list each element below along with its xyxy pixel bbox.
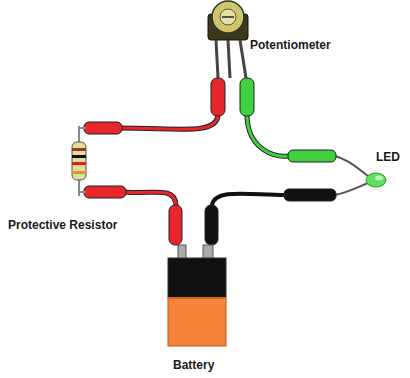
wires	[120, 116, 368, 205]
pot-pin	[228, 40, 230, 78]
red-clip	[84, 122, 122, 134]
component-label: Protective Resistor	[8, 218, 117, 232]
resistor-symbol	[72, 126, 86, 196]
green-clip	[240, 78, 254, 116]
red-clip	[84, 186, 126, 198]
battery-symbol	[168, 245, 226, 346]
battery-edge	[168, 297, 226, 299]
black-clip	[205, 205, 218, 245]
pot-pin	[240, 40, 246, 78]
red-clip	[211, 78, 225, 116]
green-wire-outline	[247, 116, 290, 156]
component-label: Potentiometer	[250, 38, 331, 52]
battery-terminal	[178, 245, 186, 259]
battery-top	[168, 258, 226, 298]
led-lead	[335, 156, 368, 176]
black-wire	[212, 194, 285, 205]
resistor-band	[72, 162, 86, 165]
pot-body	[212, 1, 244, 33]
red-wire-outline	[125, 192, 176, 205]
led-symbol	[366, 173, 386, 187]
black-clip	[284, 189, 336, 201]
pot-pin	[216, 40, 218, 78]
led-lead	[335, 183, 368, 195]
component-label: LED	[376, 150, 400, 164]
resistor-lead	[79, 127, 86, 129]
green-clip	[288, 150, 336, 162]
resistor-band	[72, 148, 86, 151]
resistor-lead	[79, 191, 86, 193]
red-wire-outline	[120, 116, 218, 129]
resistor-band	[72, 171, 86, 174]
resistor-band	[72, 155, 86, 158]
component-label: Battery	[173, 358, 214, 372]
led-highlight	[375, 176, 383, 181]
battery-terminal	[203, 245, 213, 259]
clips	[84, 78, 336, 245]
led-body	[366, 173, 386, 187]
battery-body	[168, 298, 226, 346]
pot-knob	[220, 9, 236, 25]
resistor-body	[72, 142, 86, 180]
red-wire	[125, 192, 176, 205]
red-clip	[169, 205, 182, 245]
potentiometer-symbol	[208, 1, 248, 78]
pot-slot	[222, 16, 234, 18]
green-wire	[247, 116, 290, 156]
red-wire	[120, 116, 218, 129]
